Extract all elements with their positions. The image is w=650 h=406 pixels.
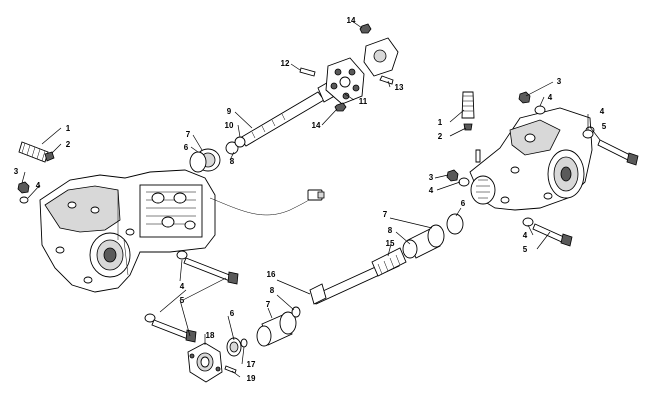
callout-labels: 1 2 3 4 1 2 3 4 4 5 3 4 6 7 8 9 10 12 11… [14,16,607,383]
lower-propshaft [309,247,407,305]
callout-8: 8 [270,286,275,295]
callout-13: 13 [395,83,404,92]
callout-4: 4 [523,231,528,240]
callout-2: 2 [438,132,443,141]
callout-4: 4 [429,186,434,195]
callout-7: 7 [383,210,388,219]
callout-14: 14 [347,16,356,25]
left-breather-hose [18,141,55,163]
callout-8: 8 [388,226,393,235]
callout-14: 14 [312,121,321,130]
callout-7: 7 [186,130,191,139]
callout-15: 15 [386,239,395,248]
callout-4: 4 [180,282,185,291]
callout-4: 4 [600,107,605,116]
callout-5: 5 [523,245,528,254]
right-fasteners [446,91,639,247]
right-breather-hose [461,91,481,163]
callout-8: 8 [230,157,235,166]
callout-3: 3 [14,167,19,176]
upper-shaft-seals [189,136,246,173]
callout-4: 4 [36,181,41,190]
callout-12: 12 [281,59,290,68]
callout-5: 5 [180,296,185,305]
callout-3: 3 [557,77,562,86]
callout-6: 6 [184,143,189,152]
lower-right-seals [402,213,464,259]
upper-output-shaft [239,79,339,147]
lower-left-seals [226,306,301,357]
callout-17: 17 [247,360,256,369]
callout-2: 2 [66,140,71,149]
callout-11: 11 [359,97,368,106]
callout-1: 1 [438,118,443,127]
coupler-flange [325,57,365,105]
callout-5: 5 [602,122,607,131]
callout-7: 7 [266,300,271,309]
callout-18: 18 [206,331,215,340]
callout-6: 6 [461,199,466,208]
callout-3: 3 [429,173,434,182]
front-gearcase-housing [39,169,325,293]
callout-4: 4 [548,93,553,102]
leader-lines [21,20,601,378]
callout-1: 1 [66,124,71,133]
callout-9: 9 [227,107,232,116]
lower-left-bolts [144,250,239,343]
rear-gearcase-housing [469,107,595,211]
upper-yoke [299,23,399,112]
callout-16: 16 [267,270,276,279]
left-fasteners [17,181,30,204]
callout-19: 19 [247,374,256,383]
callout-10: 10 [225,121,234,130]
callout-6: 6 [230,309,235,318]
